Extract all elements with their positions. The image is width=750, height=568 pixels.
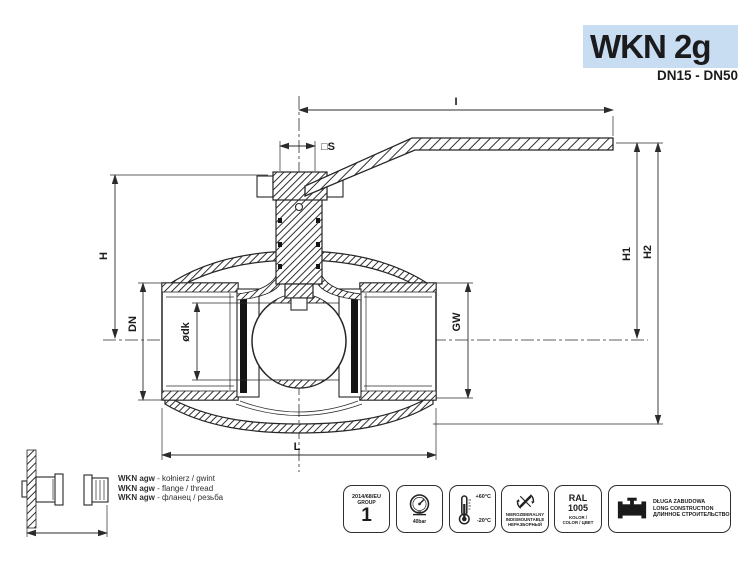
dim-label-h: H [98, 252, 110, 260]
non-dismountable-icon [515, 494, 535, 509]
pressure-gauge-icon [409, 494, 430, 516]
title-band: WKN 2g [583, 25, 738, 68]
page-title: WKN 2g [590, 27, 711, 65]
left-connection-port [161, 282, 239, 401]
dim-label-dn: DN [127, 316, 139, 332]
flange-thread-variant-drawing [21, 449, 109, 537]
variant-line: WKN agw - kołnierz / gwint [118, 474, 215, 483]
lever-handle [304, 137, 614, 197]
long-construction-caption: DŁUGA ZABUDOWA LONG CONSTRUCTION ДЛИННОЕ… [653, 499, 730, 519]
packing-rings [278, 218, 320, 269]
badge-ral-color: RAL 1005 KOLOR / COLOR / ЦВЕТ [554, 485, 602, 533]
dimension-lines [110, 106, 663, 460]
badge-ped-group: 2014/68/EU GROUP 1 [343, 485, 390, 533]
dim-label-i: I [454, 96, 457, 108]
badge-pressure-rating: 40bar [396, 485, 443, 533]
dim-label-h2: H2 [642, 245, 654, 259]
thermometer-icon [458, 495, 471, 525]
dim-label-gw: GW [451, 312, 463, 332]
dim-label-h1: H1 [621, 247, 633, 261]
variant-line: WKN agw - фланец / резьба [118, 493, 224, 503]
dim-label-l: L [294, 441, 301, 453]
badge-non-dismountable: NIEROZBIERALNY INDISMOUNTABLE НЕРАЗБОРНЫ… [501, 485, 549, 533]
long-valve-silhouette-icon [617, 497, 647, 519]
badge-long-construction: DŁUGA ZABUDOWA LONG CONSTRUCTION ДЛИННОЕ… [608, 485, 731, 533]
size-range: DN15 - DN50 [656, 68, 738, 83]
right-connection-port [359, 282, 437, 401]
badge-temperature-range: +60°C -20°C [449, 485, 496, 533]
dim-label-dk: ødk [180, 321, 192, 341]
seat-rings [236, 288, 362, 398]
variant-line: WKN agw - flange / thread [118, 483, 214, 493]
variant-note: WKN agw - kołnierz / gwint WKN agw - fla… [118, 474, 223, 503]
dim-label-s: □S [321, 141, 335, 153]
